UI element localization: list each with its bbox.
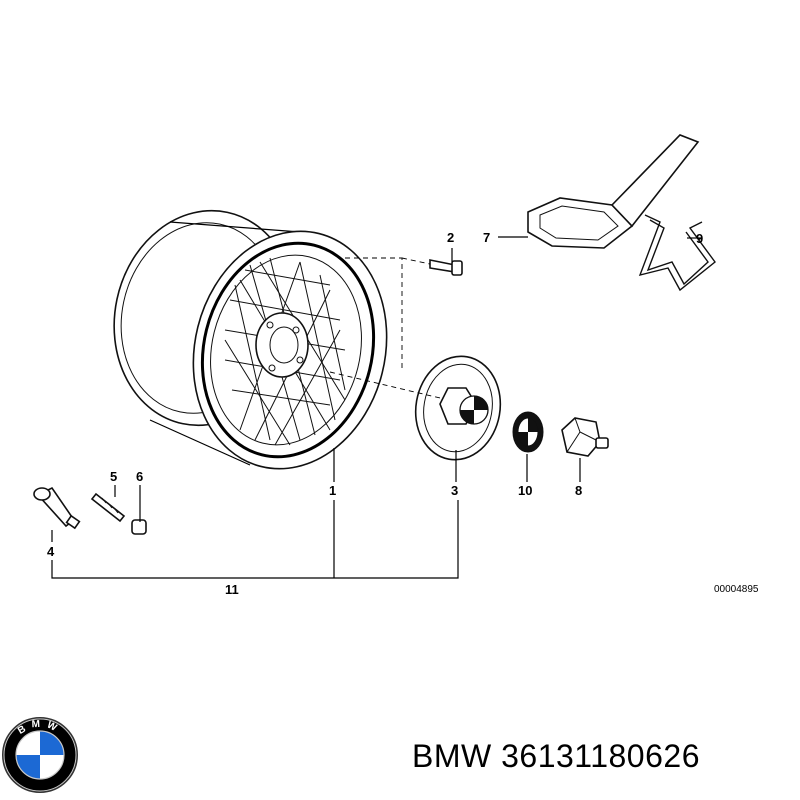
caption-brand: BMW <box>412 738 492 774</box>
wrench-tool <box>527 134 700 249</box>
wire-clip <box>638 214 716 292</box>
wheel-bolt <box>429 259 463 276</box>
callout-7: 7 <box>483 230 490 245</box>
part-caption: BMW 36131180626 <box>412 738 700 775</box>
callout-10: 10 <box>518 483 532 498</box>
callout-8: 8 <box>575 483 582 498</box>
hub-cap <box>414 355 502 461</box>
valve-cap <box>131 519 147 535</box>
callout-3: 3 <box>451 483 458 498</box>
callout-6: 6 <box>136 469 143 484</box>
bmw-logo-icon: BMW <box>2 717 78 793</box>
valve-insert <box>90 492 126 523</box>
callout-11: 11 <box>225 582 239 597</box>
callout-5: 5 <box>110 469 117 484</box>
callout-9: 9 <box>696 231 703 246</box>
emblem <box>512 411 544 453</box>
callout-2: 2 <box>447 230 454 245</box>
callout-4: 4 <box>47 544 55 559</box>
wheel-rim <box>113 209 388 470</box>
diagram-reference-code: 00004895 <box>714 584 759 595</box>
wheel-nut <box>561 417 609 457</box>
leader-lines <box>51 236 702 579</box>
valve-stem <box>33 486 81 530</box>
caption-part-number: 36131180626 <box>501 738 700 774</box>
callout-1: 1 <box>329 483 336 498</box>
